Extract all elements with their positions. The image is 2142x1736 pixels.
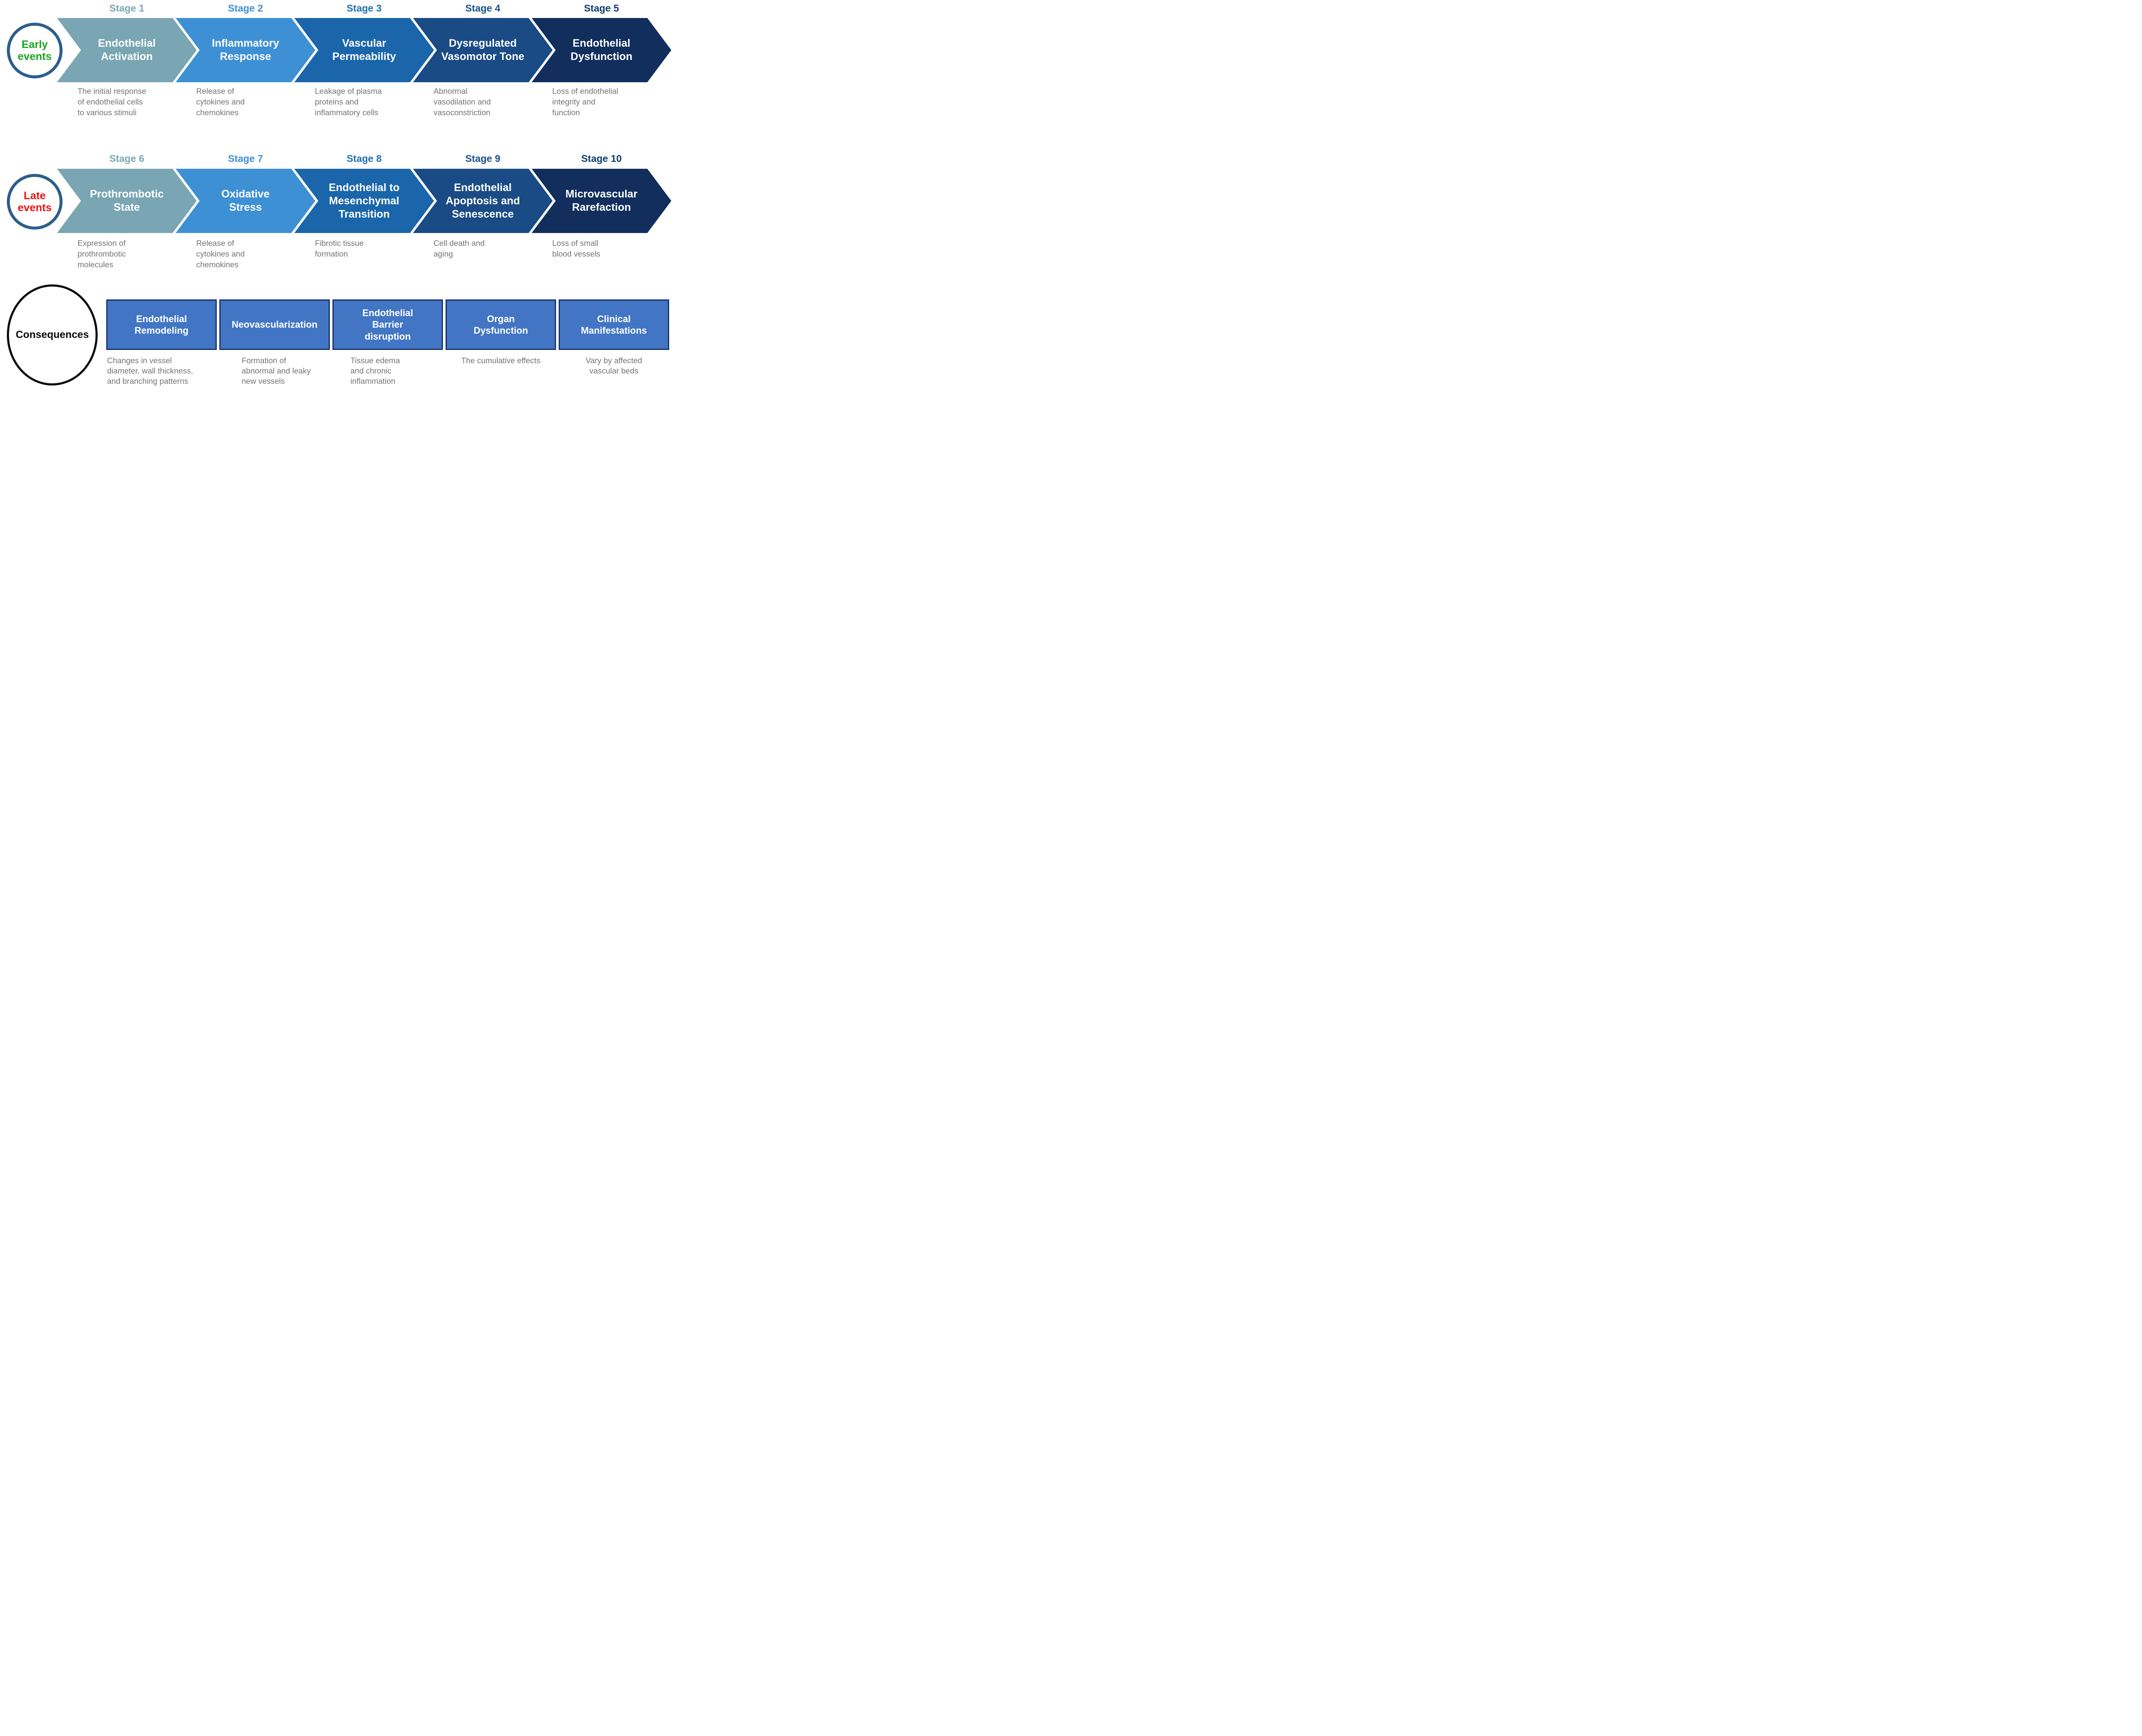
consequence-box-title: Endothelial Remodeling (135, 313, 188, 336)
stage-8-title: Endothelial to Mesenchymal Transition (329, 181, 400, 220)
late-events-label: Late events (18, 190, 52, 214)
consequence-description-barrier-disruption: Tissue edema and chronic inflammation (350, 356, 400, 386)
stage-4-description: Abnormal vasodilation and vasoconstricti… (434, 87, 491, 117)
stage-9-description: Cell death and aging (434, 239, 485, 258)
consequence-box-title: Clinical Manifestations (580, 313, 647, 336)
stage-9-label: Stage 9 (465, 153, 500, 164)
endothelial-dysfunction-stages-diagram: Early events Stage 1 Stage 2 Stage 3 Sta… (0, 0, 672, 388)
stage-1-description: The initial response of endothelial cell… (78, 87, 147, 117)
stage-2-title: Inflammatory Response (212, 37, 279, 63)
stage-1-label: Stage 1 (109, 3, 144, 14)
consequence-box-title: Organ Dysfunction (473, 313, 528, 336)
consequence-box-title: Neovascularization (231, 319, 318, 330)
stage-1-title: Endothelial Activation (98, 37, 156, 63)
consequence-description-neovascularization: Formation of abnormal and leaky new vess… (242, 356, 311, 386)
stage-7-title: Oxidative Stress (221, 188, 270, 213)
early-events-label: Early events (18, 39, 52, 63)
stage-10-description: Loss of small blood vessels (552, 239, 601, 258)
stage-4-title: Dysregulated Vasomotor Tone (441, 37, 524, 63)
stage-9-title: Endothelial Apoptosis and Senescence (446, 181, 520, 220)
stage-7-label: Stage 7 (228, 153, 263, 164)
consequence-box-barrier-disruption: Endothelial Barrier disruption (332, 299, 443, 350)
stage-4-label: Stage 4 (465, 3, 500, 14)
stage-5-title: Endothelial Dysfunction (570, 37, 633, 63)
stage-5-description: Loss of endothelial integrity and functi… (552, 87, 619, 117)
consequence-box-clinical-manifestations: Clinical Manifestations (559, 299, 669, 350)
stage-2-label: Stage 2 (228, 3, 263, 14)
stage-10-title: Microvascular Rarefaction (565, 188, 638, 213)
stage-1-chevron: Endothelial Activation (57, 18, 197, 82)
consequence-description-clinical-manifestations: Vary by affected vascular beds (586, 356, 642, 376)
stage-3-description: Leakage of plasma proteins and inflammat… (315, 87, 382, 117)
stage-5-label: Stage 5 (584, 3, 619, 14)
stage-8-description: Fibrotic tissue formation (315, 239, 364, 258)
stage-2-description: Release of cytokines and chemokines (196, 87, 245, 117)
consequence-box-title: Endothelial Barrier disruption (362, 307, 413, 342)
stage-10-label: Stage 10 (581, 153, 622, 164)
stage-3-label: Stage 3 (347, 3, 382, 14)
stage-6-title: Prothrombotic State (90, 188, 164, 213)
consequences-label: Consequences (15, 329, 89, 341)
consequence-box-organ-dysfunction: Organ Dysfunction (446, 299, 556, 350)
stage-7-description: Release of cytokines and chemokines (196, 239, 245, 269)
stage-3-title: Vascular Permeability (332, 37, 396, 63)
stage-6-label: Stage 6 (109, 153, 144, 164)
stage-6-chevron: Prothrombotic State (57, 169, 197, 233)
consequences-circle: Consequences (7, 284, 98, 385)
stage-8-label: Stage 8 (347, 153, 382, 164)
consequence-description-organ-dysfunction: The cumulative effects (461, 356, 541, 365)
consequence-box-endothelial-remodeling: Endothelial Remodeling (106, 299, 217, 350)
early-events-circle: Early events (7, 23, 63, 78)
stage-6-description: Expression of prothrombotic molecules (78, 239, 126, 269)
consequence-box-neovascularization: Neovascularization (219, 299, 330, 350)
consequence-description-endothelial-remodeling: Changes in vessel diameter, wall thickne… (107, 356, 193, 386)
late-events-circle: Late events (7, 174, 63, 230)
